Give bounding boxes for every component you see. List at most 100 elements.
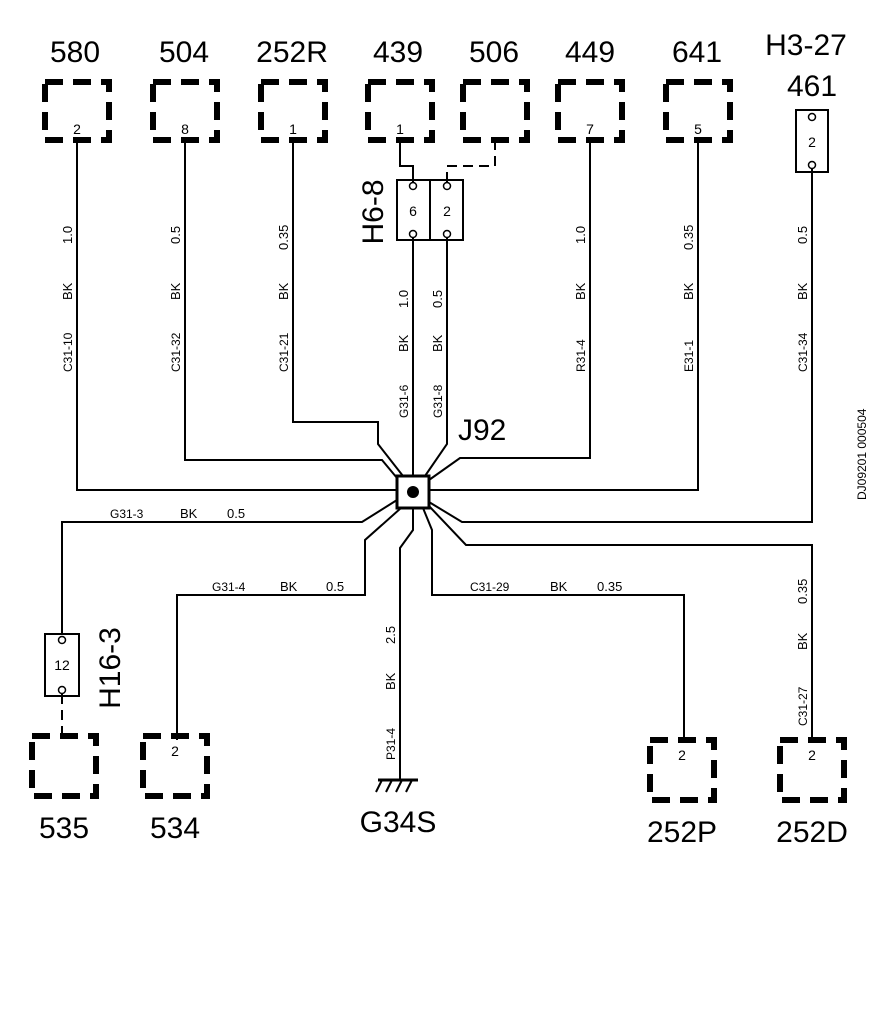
wire-size: 1.0	[396, 290, 411, 308]
terminal	[442, 181, 452, 191]
wire-size: 1.0	[573, 226, 588, 244]
wire-534	[176, 507, 402, 740]
terminal	[57, 685, 67, 695]
component-252P-label: 252P	[647, 816, 717, 849]
wire-code: C31-34	[796, 332, 810, 372]
pin-label: 2	[678, 747, 686, 763]
wire-label-461: C31-34 BK 0.5	[795, 226, 810, 372]
wire-461	[428, 169, 813, 523]
wire-code: C31-10	[61, 332, 75, 372]
wire-color: BK	[795, 632, 810, 650]
component-252D: 2	[777, 737, 847, 803]
wire-G31-8	[424, 238, 448, 477]
pin-label: 12	[54, 657, 70, 673]
component-641-label: 641	[672, 36, 722, 69]
wire-code: G31-6	[397, 384, 411, 418]
component-449-label: 449	[565, 36, 615, 69]
component-641: 5	[663, 79, 733, 143]
pin-label: 1	[396, 121, 404, 137]
wire-color: BK	[681, 282, 696, 300]
component-580: 2	[42, 79, 112, 143]
pin-label: 2	[808, 134, 816, 150]
splice-j92	[395, 474, 431, 510]
component-580-label: 580	[50, 36, 100, 69]
connector-h6-8: 6 2	[396, 179, 464, 241]
diagram-id: DJ09201 000504	[855, 408, 869, 500]
wire-color: BK	[573, 282, 588, 300]
wire-code: C31-32	[169, 332, 183, 372]
ground-icon	[375, 778, 418, 793]
wire-label-449: R31-4 BK 1.0	[573, 226, 588, 372]
connector-h16-3-label: H16-3	[94, 627, 127, 709]
component-534: 2	[140, 733, 210, 799]
wire-code: G31-4	[212, 580, 246, 594]
terminal	[442, 229, 452, 239]
component-504: 8	[150, 79, 220, 143]
wire-code: G31-3	[110, 507, 144, 521]
wire-color: BK	[180, 506, 198, 521]
wire-label-252D: C31-27 BK 0.35	[795, 579, 810, 726]
component-461-label: 461	[787, 70, 837, 103]
pin-label: 2	[171, 743, 179, 759]
wire-252R	[292, 140, 404, 477]
component-506-label: 506	[469, 36, 519, 69]
component-439-label: 439	[373, 36, 423, 69]
wire-label-G31-8: G31-8 BK 0.5	[430, 290, 445, 418]
ground-g34s-label: G34S	[360, 806, 437, 839]
terminal	[57, 635, 67, 645]
component-252P: 2	[647, 737, 717, 803]
pin-label: 2	[808, 747, 816, 763]
pin-label: 7	[586, 121, 594, 137]
wire-label-534: G31-4 BK 0.5	[212, 579, 344, 594]
component-252R-label: 252R	[256, 36, 328, 69]
wire-449	[428, 140, 591, 481]
pin-label: 5	[694, 121, 702, 137]
component-252D-label: 252D	[776, 816, 848, 849]
wire-439-link	[399, 140, 414, 182]
component-449: 7	[555, 79, 625, 143]
wire-label-252R: C31-21 BK 0.35	[276, 225, 291, 372]
wire-size: 0.5	[326, 579, 344, 594]
wire-size: 0.35	[597, 579, 622, 594]
terminal	[408, 229, 418, 239]
pin-label: 2	[73, 121, 81, 137]
wire-code: C31-29	[470, 580, 510, 594]
wire-size: 0.5	[227, 506, 245, 521]
wire-252D	[428, 505, 813, 740]
terminal	[408, 181, 418, 191]
component-535-label: 535	[39, 812, 89, 845]
terminal	[807, 112, 817, 122]
wire-label-G31-6: G31-6 BK 1.0	[396, 290, 411, 418]
pin-label: 8	[181, 121, 189, 137]
wire-535	[61, 499, 398, 636]
component-461: 2	[795, 109, 829, 173]
wire-size: 0.35	[276, 225, 291, 250]
component-504-label: 504	[159, 36, 209, 69]
wire-size: 0.5	[168, 226, 183, 244]
wire-506-link	[446, 140, 496, 182]
wire-size: 0.35	[681, 225, 696, 250]
wire-580	[76, 140, 397, 491]
wire-color: BK	[280, 579, 298, 594]
wire-641	[429, 140, 699, 491]
wire-color: BK	[168, 282, 183, 300]
wire-code: G31-8	[431, 384, 445, 418]
wire-code: R31-4	[574, 339, 588, 372]
wire-code: C31-21	[277, 332, 291, 372]
wire-code: E31-1	[682, 340, 696, 372]
wire-size: 0.35	[795, 579, 810, 604]
wire-color: BK	[430, 334, 445, 352]
wire-color: BK	[383, 672, 398, 690]
component-252R: 1	[258, 79, 328, 143]
wire-label-504: C31-32 BK 0.5	[168, 226, 183, 372]
wire-504	[184, 140, 398, 479]
wire-label-641: E31-1 BK 0.35	[681, 225, 696, 372]
wire-color: BK	[396, 334, 411, 352]
wire-label-ground: P31-4 BK 2.5	[383, 626, 398, 760]
wire-size: 2.5	[383, 626, 398, 644]
wire-color: BK	[795, 282, 810, 300]
wire-code: C31-27	[796, 686, 810, 726]
wire-size: 0.5	[795, 226, 810, 244]
splice-j92-label: J92	[458, 414, 506, 447]
